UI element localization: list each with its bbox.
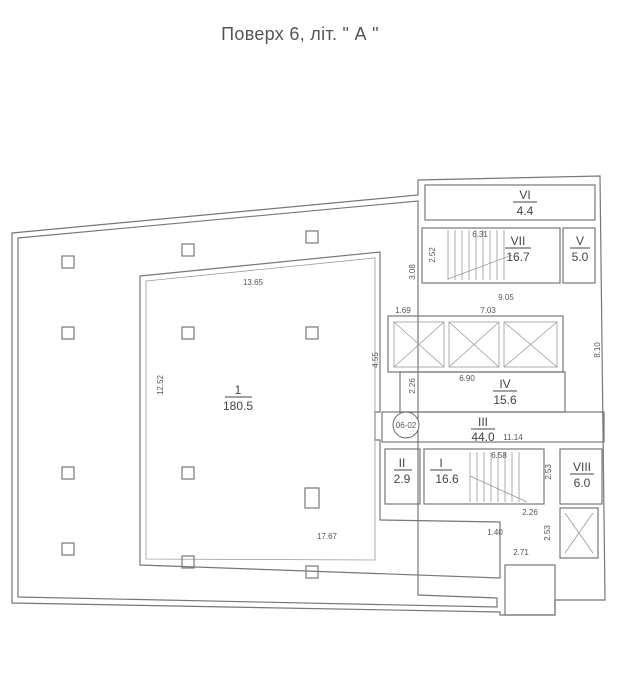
- room-iii: III 44.0: [471, 415, 495, 444]
- svg-text:1.69: 1.69: [395, 306, 411, 315]
- svg-text:VIII: VIII: [573, 460, 591, 474]
- svg-text:2.52: 2.52: [428, 247, 437, 263]
- room-v: V 5.0: [570, 234, 590, 264]
- dimension-labels: 13.65 12.52 17.67 6.31 2.52 3.08 9.05 1.…: [156, 230, 602, 557]
- svg-text:16.7: 16.7: [506, 250, 530, 264]
- svg-text:12.52: 12.52: [156, 374, 165, 395]
- svg-text:17.67: 17.67: [317, 532, 338, 541]
- svg-text:15.6: 15.6: [493, 393, 517, 407]
- columns: [61, 230, 320, 579]
- room-i: I 16.6: [430, 456, 459, 486]
- svg-text:44.0: 44.0: [471, 430, 495, 444]
- svg-text:3.08: 3.08: [408, 264, 417, 280]
- room-viii: VIII 6.0: [570, 460, 594, 490]
- room-vii: VII 16.7: [505, 234, 531, 264]
- svg-text:1.40: 1.40: [487, 528, 503, 537]
- svg-text:7.03: 7.03: [480, 306, 496, 315]
- room-1-outline: [139, 251, 501, 579]
- room-1: 1 180.5: [223, 383, 253, 413]
- svg-text:6.58: 6.58: [491, 451, 507, 460]
- svg-text:9.05: 9.05: [498, 293, 514, 302]
- svg-text:06-02: 06-02: [396, 421, 417, 430]
- svg-text:180.5: 180.5: [223, 399, 253, 413]
- svg-text:16.6: 16.6: [435, 472, 459, 486]
- svg-text:V: V: [576, 234, 584, 248]
- room-iv: IV 15.6: [493, 377, 517, 407]
- svg-text:1: 1: [235, 383, 242, 397]
- svg-text:2.53: 2.53: [543, 525, 552, 541]
- svg-text:III: III: [478, 415, 488, 429]
- core-block: [381, 184, 605, 616]
- svg-text:5.0: 5.0: [572, 250, 589, 264]
- svg-text:IV: IV: [499, 377, 510, 391]
- svg-text:2.53: 2.53: [544, 464, 553, 480]
- svg-text:8.10: 8.10: [593, 342, 602, 358]
- svg-text:4.55: 4.55: [371, 352, 380, 368]
- svg-text:2.26: 2.26: [522, 508, 538, 517]
- svg-text:I: I: [439, 456, 442, 470]
- svg-text:11.14: 11.14: [503, 433, 523, 442]
- svg-text:6.0: 6.0: [574, 476, 591, 490]
- floor-title: Поверх 6, літ. " А ": [221, 24, 379, 44]
- svg-text:II: II: [399, 456, 406, 470]
- room-vi: VI 4.4: [513, 188, 537, 218]
- svg-text:4.4: 4.4: [517, 204, 534, 218]
- unit-tag: 06-02: [392, 411, 420, 439]
- svg-text:13.65: 13.65: [243, 278, 264, 287]
- svg-text:2.71: 2.71: [513, 548, 529, 557]
- svg-text:2.26: 2.26: [408, 378, 417, 394]
- svg-text:6.31: 6.31: [472, 230, 488, 239]
- svg-text:2.9: 2.9: [394, 472, 411, 486]
- svg-text:VII: VII: [511, 234, 526, 248]
- svg-text:6.90: 6.90: [459, 374, 475, 383]
- svg-text:VI: VI: [519, 188, 530, 202]
- room-ii: II 2.9: [394, 456, 412, 486]
